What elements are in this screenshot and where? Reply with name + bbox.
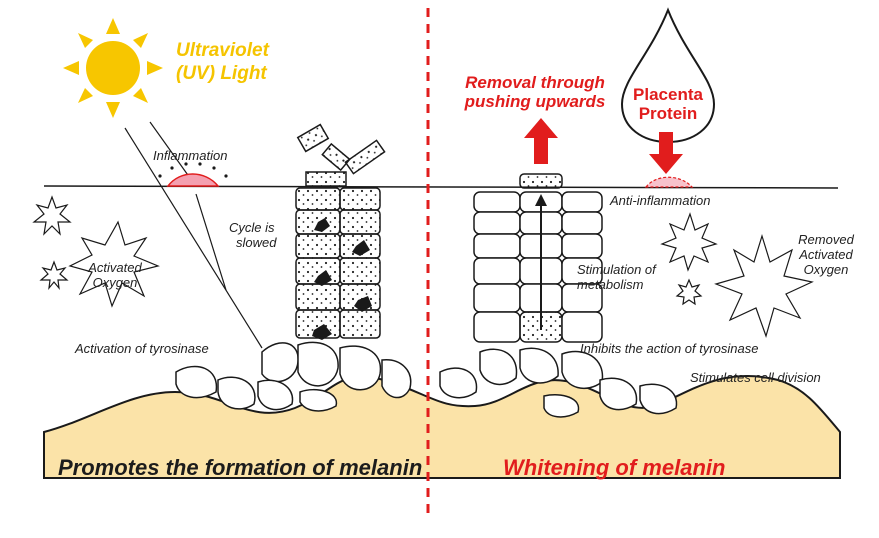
- shedding-cells: [296, 123, 386, 187]
- right-cell-column: [473, 191, 603, 343]
- inhibits-tyrosinase-label: Inhibits the action of tyrosinase: [580, 341, 759, 356]
- skin-surface-line: [43, 185, 839, 189]
- inflammation-bump: [166, 173, 220, 187]
- upward-flow-arrowhead: [535, 194, 547, 206]
- cycle-label-line2: slowed: [236, 235, 277, 250]
- stimulation-label-line1: Stimulation of: [577, 262, 656, 277]
- uv-label-line1: Ultraviolet: [176, 40, 269, 61]
- tyrosinase-activation-label: Activation of tyrosinase: [75, 341, 209, 356]
- melanocytes: [312, 218, 372, 340]
- right-basal-cells: [439, 347, 678, 418]
- cell-division-label: Stimulates cell division: [690, 370, 821, 385]
- uv-ray: [124, 127, 263, 349]
- rising-cell: [519, 173, 563, 189]
- activated-oxygen-line1: Activated: [88, 260, 142, 275]
- removal-label-line2: pushing upwards: [464, 92, 606, 111]
- activated-oxygen-line2: Oxygen: [92, 275, 138, 290]
- removed-oxygen-line3: Oxygen: [803, 262, 849, 277]
- placenta-label-line1: Placenta: [633, 85, 703, 104]
- placenta-down-arrow: [649, 132, 683, 174]
- removed-oxygen-star: [714, 233, 814, 338]
- inflammation-label: Inflammation: [153, 148, 228, 163]
- uv-ray: [149, 121, 191, 179]
- activated-oxygen-star: [68, 220, 160, 308]
- removed-oxygen-star: [660, 212, 718, 272]
- sun-icon: [63, 18, 163, 118]
- anti-inflammation-bump: [644, 176, 694, 188]
- right-caption: Whitening of melanin: [503, 455, 726, 480]
- activated-oxygen-star: [32, 195, 72, 236]
- cycle-label-line1: Cycle is: [229, 220, 275, 235]
- inflammation-dots: [158, 162, 228, 178]
- anti-inflammation-label: Anti-inflammation: [610, 193, 711, 208]
- removed-oxygen-line2: Activated: [799, 247, 853, 262]
- left-basal-cells: [175, 341, 412, 412]
- activated-oxygen-star: [39, 260, 69, 290]
- removal-up-arrow: [524, 118, 558, 164]
- left-caption: Promotes the formation of melanin: [58, 455, 423, 480]
- removal-label-line1: Removal through: [465, 73, 605, 92]
- stimulation-label-line2: metabolism: [577, 277, 644, 292]
- uv-label-line2: (UV) Light: [176, 63, 267, 84]
- uv-ray: [195, 193, 227, 291]
- removed-oxygen-star: [675, 278, 703, 306]
- placenta-label-line2: Protein: [638, 104, 698, 123]
- removed-oxygen-line1: Removed: [798, 232, 854, 247]
- left-cell-column: [295, 187, 381, 339]
